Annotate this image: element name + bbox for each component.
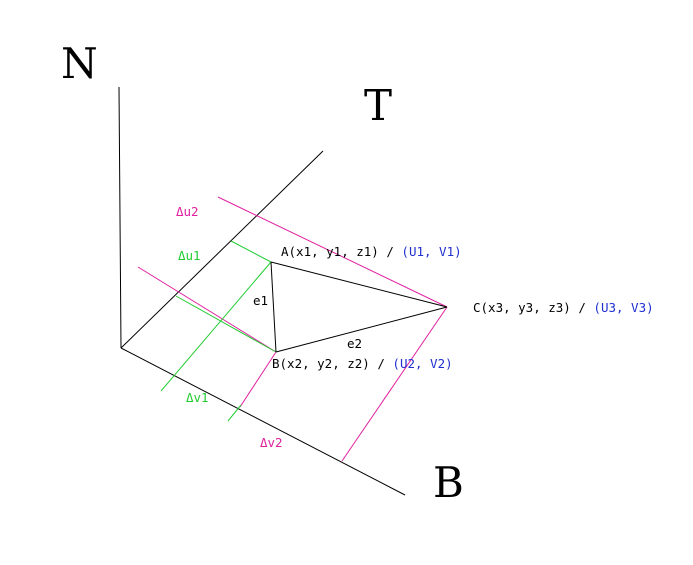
du1-lower-line: [175, 295, 277, 353]
edge-e2-label: e2: [347, 336, 362, 351]
vertex-b-label: B(x2, y2, z2) / (U2, V2): [272, 356, 453, 371]
edge-ab: [270, 261, 277, 353]
axis-b-label: B: [433, 458, 464, 507]
vertex-b-coords: B(x2, y2, z2): [272, 356, 370, 371]
a-to-b-axis-line: [160, 261, 272, 392]
axis-n-line: [118, 86, 122, 349]
vertex-b-uv: (U2, V2): [392, 356, 452, 371]
axis-n-label: N: [61, 39, 98, 88]
delta-v2-label: Δv2: [260, 435, 283, 450]
delta-v1-label: Δv1: [186, 390, 209, 405]
du1-line: [230, 240, 272, 263]
delta-u1-label: Δu1: [178, 248, 201, 263]
axis-b-line: [120, 347, 406, 496]
delta-u2-label: Δu2: [176, 204, 199, 219]
vertex-c-sep: /: [571, 300, 594, 315]
edge-bc: [275, 306, 448, 353]
vertex-c-uv: (U3, V3): [593, 300, 653, 315]
vertex-a-uv: (U1, V1): [401, 244, 461, 259]
du-lower-line: [137, 266, 277, 353]
vertex-b-sep: /: [370, 356, 393, 371]
edge-ac: [270, 261, 448, 308]
axis-t-label: T: [364, 81, 392, 130]
du2-line: [217, 196, 448, 308]
vertex-c-coords: C(x3, y3, z3): [473, 300, 571, 315]
edge-e1-label: e1: [253, 293, 268, 308]
b-to-b-axis-line: [239, 351, 277, 408]
vertex-a-sep: /: [379, 244, 402, 259]
c-to-b-axis-line: [341, 306, 448, 462]
vertex-a-coords: A(x1, y1, z1): [281, 244, 379, 259]
axis-t-line: [120, 150, 324, 349]
vertex-a-label: A(x1, y1, z1) / (U1, V1): [281, 244, 462, 259]
vertex-c-label: C(x3, y3, z3) / (U3, V3): [473, 300, 654, 315]
dv1-marker-line: [227, 404, 242, 422]
